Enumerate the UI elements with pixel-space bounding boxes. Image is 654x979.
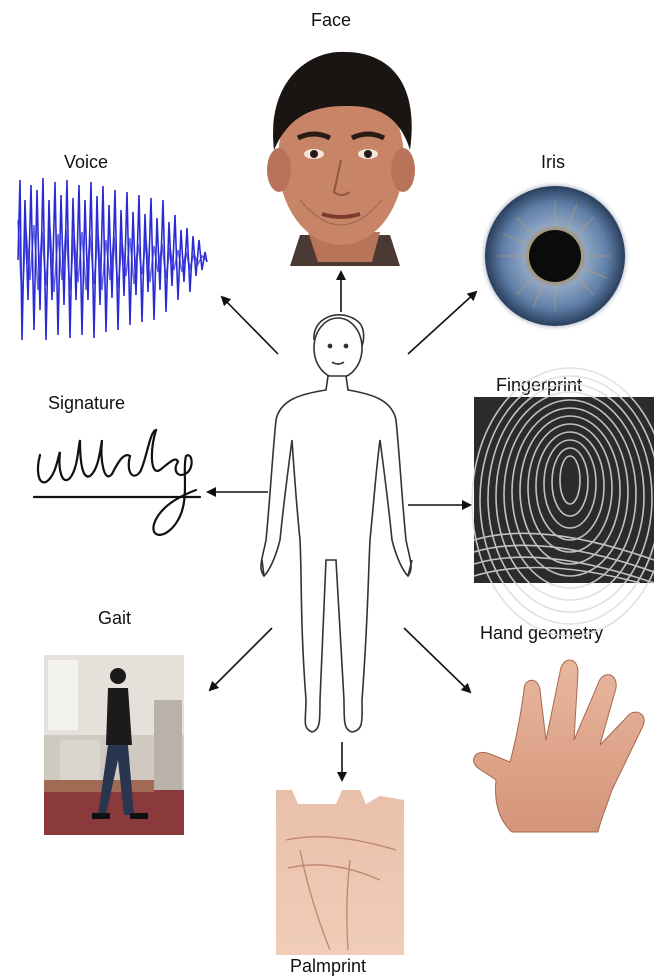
face-photo [266,38,418,266]
arrow-to-gait [210,628,272,690]
iris-image [479,180,631,332]
gait-photo [44,655,184,835]
arrow-to-iris [408,292,476,354]
palmprint-image [276,790,404,955]
signature-image [34,430,200,535]
human-body-outline [261,315,412,732]
voice-waveform [18,178,207,340]
fingerprint-image [472,368,654,636]
hand-geometry-image [474,660,645,832]
arrow-to-hand-geometry [404,628,470,692]
arrow-to-voice [222,297,278,354]
